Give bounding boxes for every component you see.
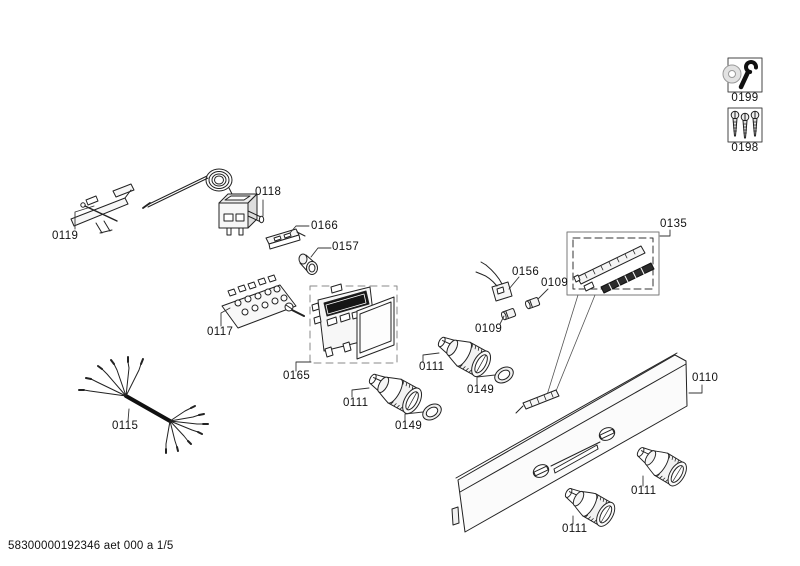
legend-label-0199: 0199 xyxy=(731,92,759,104)
part-label-0110[interactable]: 0110 xyxy=(692,372,719,384)
part-label-0115[interactable]: 0115 xyxy=(112,420,139,432)
part-label-0111-3[interactable]: 0111 xyxy=(631,485,657,497)
part-label-0149-1[interactable]: 0149 xyxy=(467,384,495,396)
screws-icon xyxy=(730,110,760,139)
legend-tool-required-box xyxy=(722,57,763,93)
part-label-0111-1[interactable]: 0111 xyxy=(419,361,445,373)
legend-screws-box xyxy=(727,107,763,143)
part-0111-knob-3 xyxy=(631,438,691,490)
part-0117-terminal-block xyxy=(221,274,305,329)
part-label-0165[interactable]: 0165 xyxy=(283,370,311,382)
part-label-0117[interactable]: 0117 xyxy=(207,326,234,338)
part-label-0111-4[interactable]: 0111 xyxy=(562,523,588,535)
part-0135-control-board xyxy=(515,231,660,414)
leader-lines xyxy=(74,199,703,525)
legend-label-0198: 0198 xyxy=(731,142,759,154)
part-0156-switch xyxy=(475,261,513,302)
part-label-0135[interactable]: 0135 xyxy=(660,218,688,230)
part-label-0156[interactable]: 0156 xyxy=(512,266,540,278)
part-label-0166[interactable]: 0166 xyxy=(311,220,339,232)
part-0166-bracket xyxy=(265,228,306,250)
part-label-0118[interactable]: 0118 xyxy=(255,186,282,198)
part-label-0149-2[interactable]: 0149 xyxy=(395,420,423,432)
part-0109-clip-1 xyxy=(525,297,541,310)
document-code: 58300000192346 aet 000 a 1/5 xyxy=(8,540,174,552)
part-label-0111-2[interactable]: 0111 xyxy=(343,397,369,409)
part-label-0109-1[interactable]: 0109 xyxy=(541,277,569,289)
part-0118-thermostat xyxy=(142,168,265,236)
part-0115-wire-harness xyxy=(78,356,209,454)
part-0149-ring-1 xyxy=(491,363,517,387)
part-0119-hinge-bracket xyxy=(70,183,135,234)
part-0110-control-panel xyxy=(451,352,688,533)
wrench-icon xyxy=(738,60,758,90)
part-0149-ring-2 xyxy=(419,400,445,424)
part-0157-lamp xyxy=(298,253,318,275)
part-label-0119[interactable]: 0119 xyxy=(52,230,79,242)
part-label-0109-2[interactable]: 0109 xyxy=(475,323,503,335)
part-0111-knob-2 xyxy=(363,364,426,418)
part-0165-control-module xyxy=(309,283,398,364)
part-label-0157[interactable]: 0157 xyxy=(332,241,360,253)
